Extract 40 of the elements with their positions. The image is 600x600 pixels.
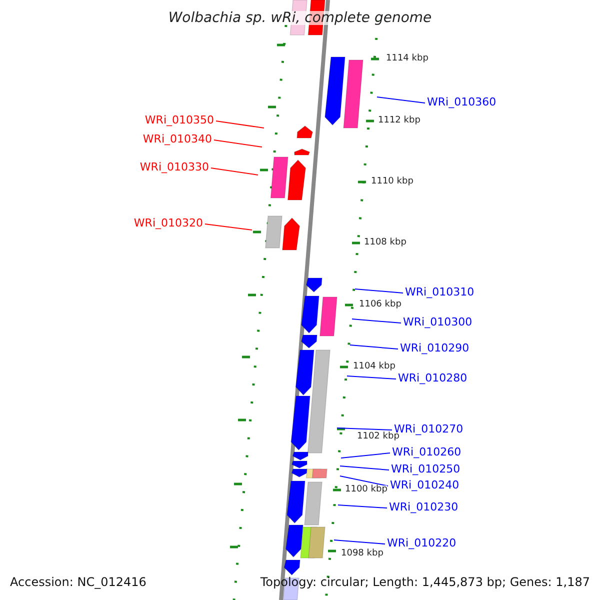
leader-line xyxy=(350,344,398,350)
scale-label: 1104 kbp xyxy=(353,362,396,372)
gene-label: WRi_010350 xyxy=(144,114,214,126)
gene-label: WRi_010240 xyxy=(390,480,460,490)
scale-label: 1098 kbp xyxy=(341,550,384,558)
gene-label: WRi_010250 xyxy=(391,464,460,474)
gene-label: WRi_010230 xyxy=(389,502,458,512)
scale-label: 1106 kbp xyxy=(359,300,402,310)
scale-label: 1112 kbp xyxy=(378,116,420,126)
leader-line xyxy=(354,288,404,294)
leader-line xyxy=(340,466,390,470)
scale-label: 1110 kbp xyxy=(371,178,414,186)
leader-line xyxy=(214,140,262,148)
scale-label: 1114 kbp xyxy=(386,54,428,64)
leader-line xyxy=(210,168,258,176)
gene-label: WRi_010340 xyxy=(142,134,212,144)
genome-info-text: Topology: circular; Length: 1,445,873 bp; Genes: 1,187 xyxy=(260,576,590,588)
leader-line xyxy=(352,318,402,324)
leader-line xyxy=(340,476,388,486)
gene-label: WRi_010320 xyxy=(134,218,203,228)
scale-label: 1100 kbp xyxy=(345,486,388,494)
leader-line xyxy=(338,504,388,508)
gene-label: WRi_010330 xyxy=(140,162,209,172)
leader-line xyxy=(334,540,386,544)
leader-line xyxy=(340,452,390,458)
gene-label: WRi_010310 xyxy=(405,286,474,298)
leader-line xyxy=(376,96,426,104)
gene-label: WRi_010220 xyxy=(387,538,456,548)
leader-line xyxy=(216,120,264,128)
scale-label: 1108 kbp xyxy=(364,238,406,248)
accession-text: Accession: NC_012416 xyxy=(10,576,146,588)
gene-label: WRi_010300 xyxy=(403,316,472,328)
diagram-title: Wolbachia sp. wRi, complete genome xyxy=(168,11,432,25)
gene-label: WRi_010360 xyxy=(427,96,496,108)
gene-label: WRi_010260 xyxy=(392,446,462,458)
gene-label: WRi_010290 xyxy=(400,342,470,354)
leader-line xyxy=(204,224,252,230)
leader-line xyxy=(346,376,396,380)
leader-line xyxy=(336,428,392,430)
gene-label: WRi_010280 xyxy=(398,372,468,384)
